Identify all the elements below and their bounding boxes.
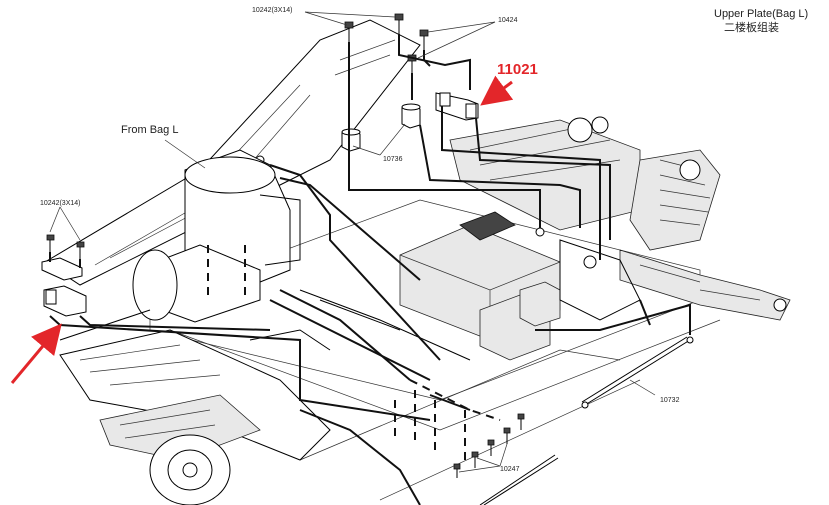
motor-assembly (132, 149, 301, 323)
label-screw-left: 10242(3X14) (40, 200, 81, 207)
standoffs-top (341, 92, 479, 152)
leader-lines (49, 11, 508, 473)
guide-lines (49, 34, 691, 505)
drive-shaft-lower (479, 454, 559, 505)
title-line2: 二楼板组装 (724, 22, 779, 34)
label-part-10247: 10247 (500, 466, 520, 473)
red-arrow-top (480, 75, 514, 106)
label-part-10732: 10732 (660, 397, 680, 404)
label-part-11021: 11021 (497, 61, 538, 78)
label-part-10736: 10736 (383, 156, 403, 163)
screws-left-10242 (46, 234, 85, 259)
title-line1: Upper Plate(Bag L) (714, 8, 809, 20)
highlight-arrows (10, 75, 514, 384)
label-screw-top: 10242(3X14) (252, 7, 293, 14)
label-part-10424: 10424 (498, 17, 518, 24)
red-arrow-left (10, 323, 62, 384)
rear-suspension (449, 116, 791, 321)
screws-bottom-10247 (453, 413, 525, 478)
drive-shaft-10732 (581, 336, 694, 409)
label-from-bag: From Bag L (121, 124, 179, 136)
chassis-base (149, 199, 721, 501)
standoffs-left (41, 257, 87, 317)
front-suspension (59, 309, 331, 505)
dashed-lines (207, 245, 501, 460)
